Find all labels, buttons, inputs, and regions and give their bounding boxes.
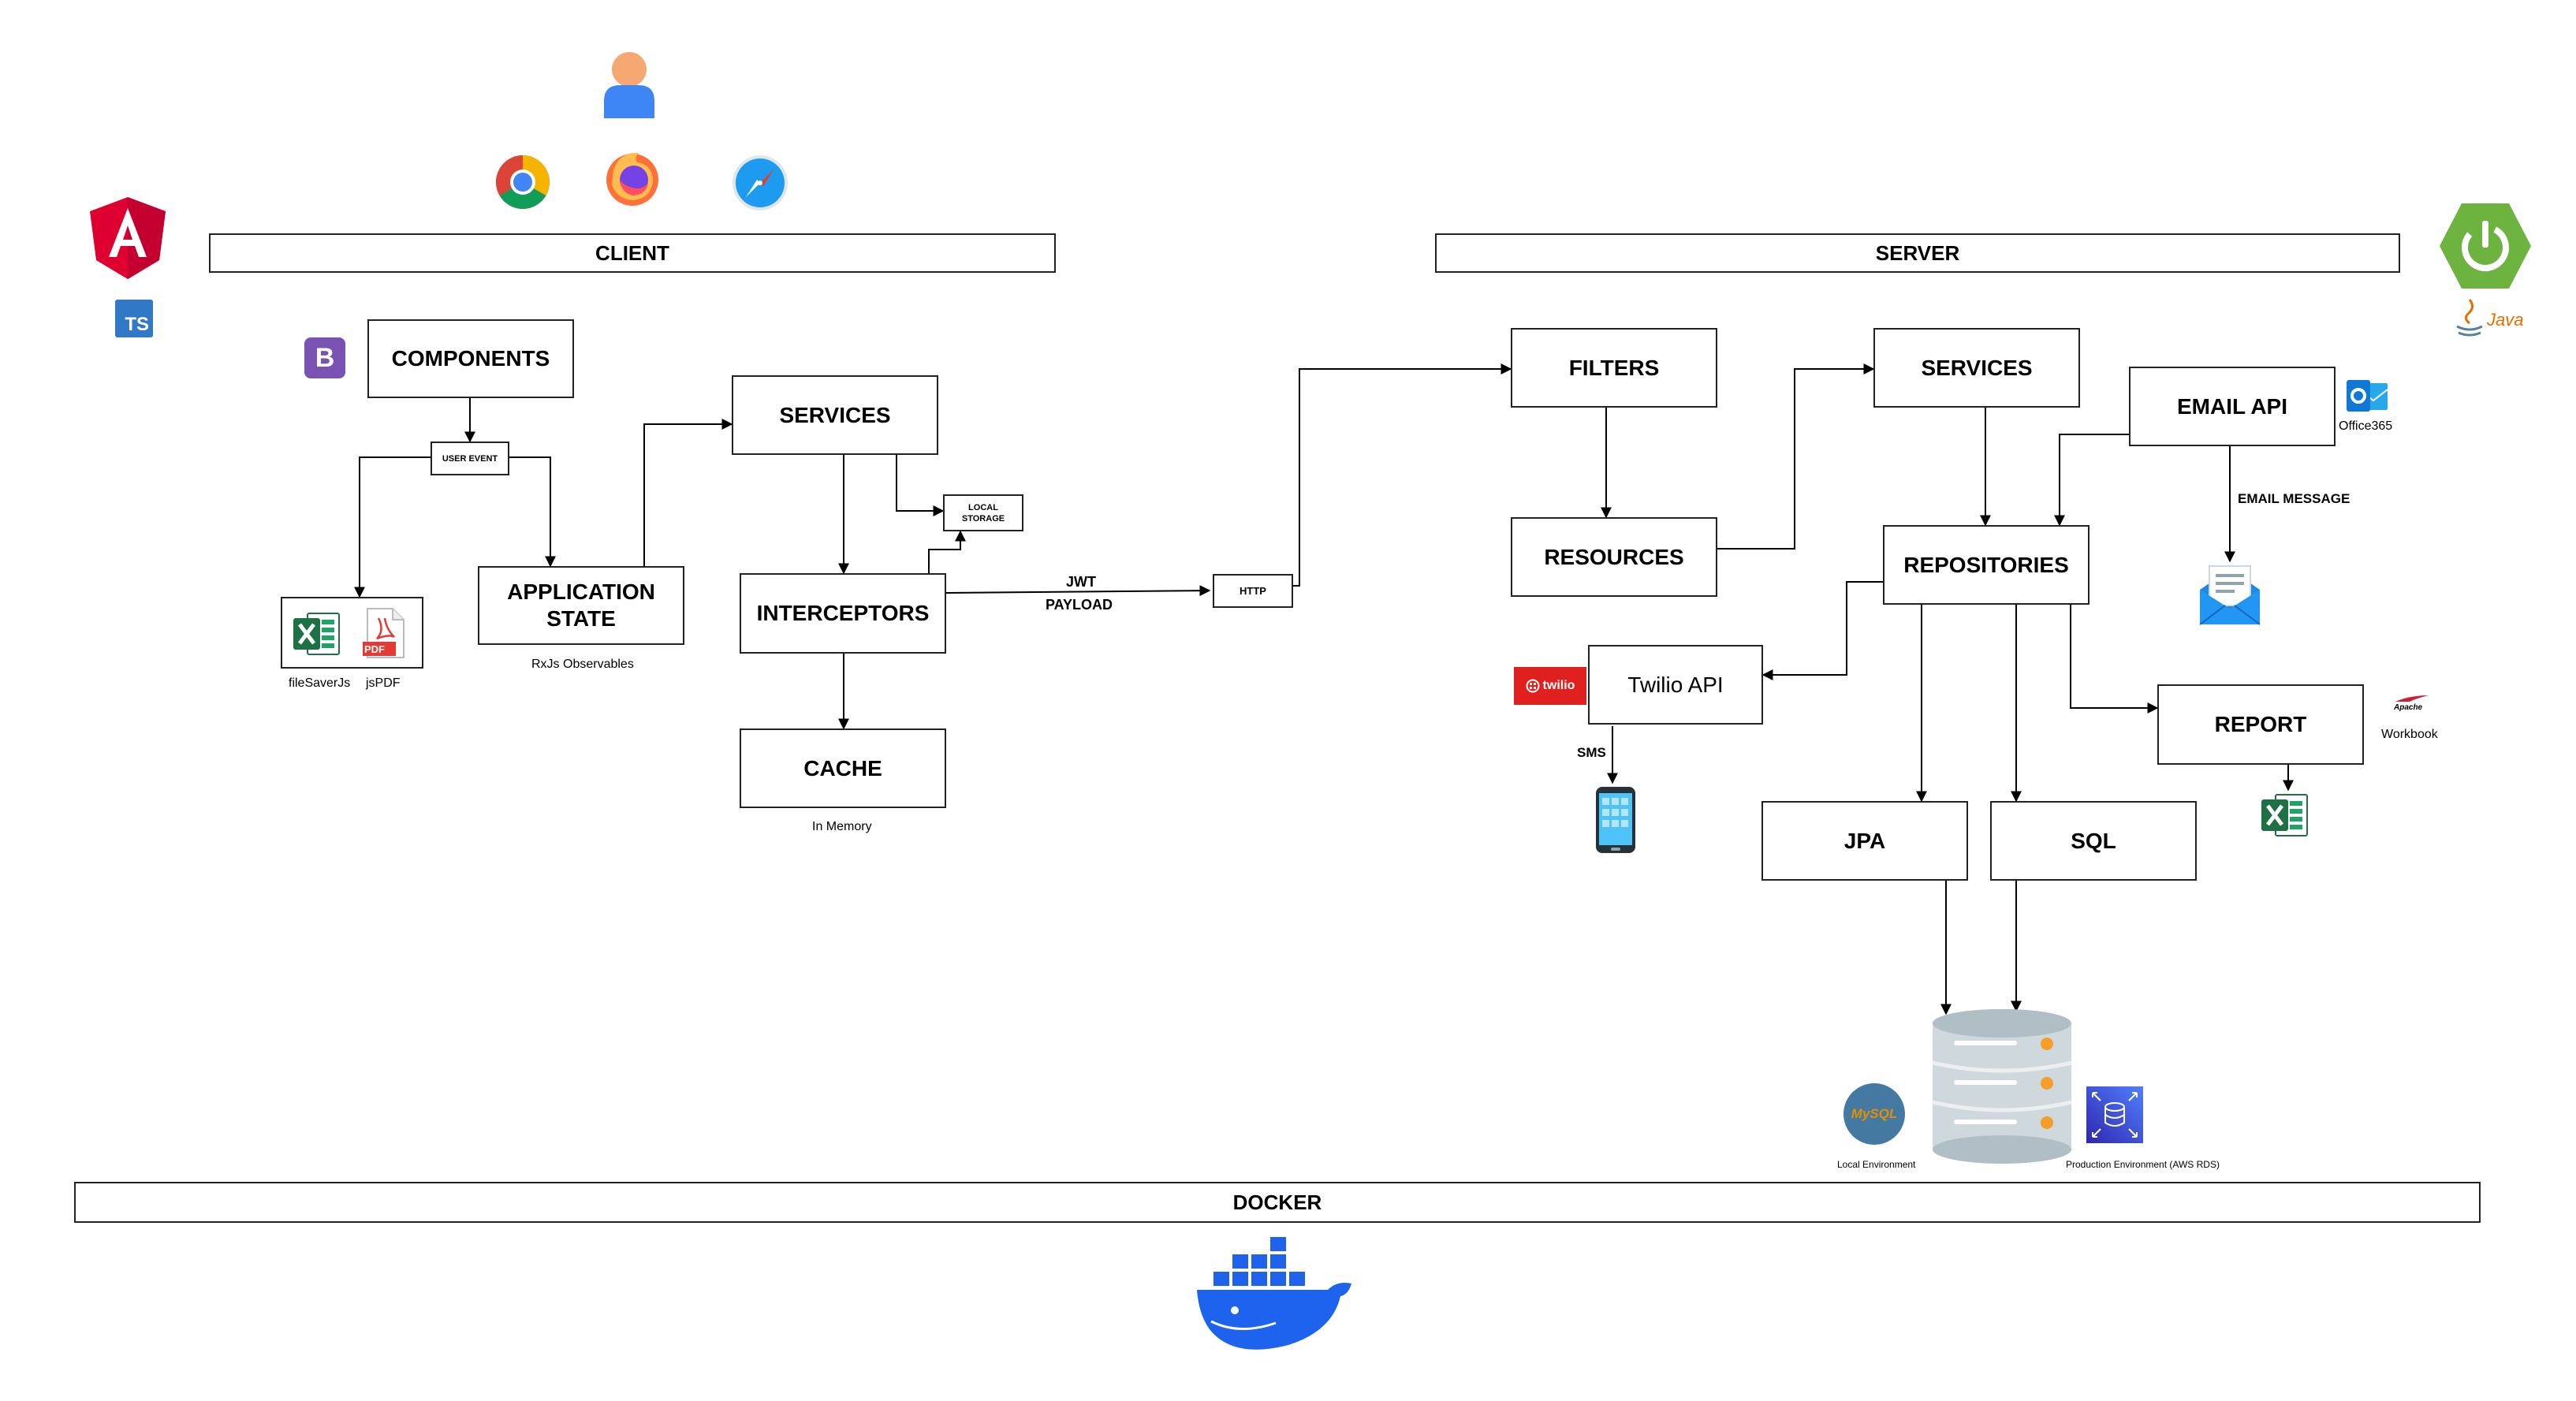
spring-boot-icon	[2440, 203, 2531, 289]
jspdf-caption: jsPDF	[366, 676, 401, 690]
phone-icon	[1596, 787, 1635, 853]
http-box: HTTP	[1213, 574, 1293, 608]
local-storage-box: LOCAL STORAGE	[943, 494, 1023, 531]
excel-icon	[293, 613, 340, 655]
twilio-icon: twilio	[1514, 667, 1586, 705]
prod-env-caption: Production Environment (AWS RDS)	[2066, 1159, 2220, 1170]
edge-services-localstorage	[896, 455, 945, 516]
twilio-mark-icon	[1526, 679, 1540, 693]
pdf-logo-text: PDF	[364, 643, 385, 655]
office365-caption: Office365	[2339, 419, 2393, 433]
services-server-box: SERVICES	[1873, 328, 2080, 408]
resources-box: RESOURCES	[1511, 517, 1717, 597]
email-message-label: EMAIL MESSAGE	[2238, 491, 2350, 506]
outlook-icon	[2347, 380, 2388, 412]
ts-logo-text: TS	[125, 314, 149, 335]
services-client-box: SERVICES	[732, 375, 938, 455]
report-box: REPORT	[2157, 684, 2364, 765]
edge-userevent-appstate	[509, 456, 556, 568]
java-logo-text: Java	[2487, 310, 2524, 330]
java-icon	[2456, 299, 2483, 337]
typescript-icon: TS	[115, 300, 153, 337]
repositories-box: REPOSITORIES	[1883, 525, 2090, 605]
email-api-box: EMAIL API	[2129, 367, 2336, 446]
bootstrap-logo-text: B	[315, 342, 335, 373]
email-icon	[2199, 565, 2261, 625]
edge-resources-services	[1717, 363, 1875, 550]
server-band: SERVER	[1435, 233, 2400, 273]
cache-caption: In Memory	[812, 820, 872, 833]
components-box: COMPONENTS	[367, 319, 574, 398]
aws-rds-icon	[2086, 1086, 2143, 1143]
twilio-logo-text: twilio	[1542, 679, 1575, 692]
docker-band: DOCKER	[74, 1182, 2481, 1223]
edge-repositories-report	[2070, 605, 2159, 714]
bootstrap-icon: B	[304, 337, 345, 378]
chrome-icon	[496, 155, 550, 209]
database-icon	[1932, 1009, 2072, 1164]
cache-box: CACHE	[740, 728, 946, 808]
edge-userevent-export	[354, 456, 431, 598]
filesaver-caption: fileSaverJs	[289, 676, 351, 690]
jwt-label: JWT	[1066, 574, 1096, 590]
docker-icon	[1197, 1236, 1351, 1350]
mysql-logo-text: MySQL	[1851, 1106, 1898, 1121]
filters-box: FILTERS	[1511, 328, 1717, 408]
angular-icon	[90, 197, 166, 279]
payload-label: PAYLOAD	[1046, 597, 1113, 613]
firefox-icon	[606, 152, 658, 206]
client-band: CLIENT	[209, 233, 1056, 273]
edge-interceptors-localstorage	[928, 530, 966, 573]
local-env-caption: Local Environment	[1837, 1159, 1916, 1170]
jpa-box: JPA	[1761, 801, 1968, 881]
edge-emailapi-repositories	[2054, 434, 2129, 527]
edge-repositories-twilio	[1761, 581, 1883, 680]
user-icon	[604, 52, 654, 118]
sms-label: SMS	[1577, 745, 1606, 760]
twilio-api-box: Twilio API	[1588, 645, 1763, 725]
edge-http-filters	[1293, 363, 1512, 587]
safari-icon	[733, 155, 788, 211]
apache-icon	[2395, 695, 2429, 702]
edge-interceptors-http	[945, 585, 1211, 597]
apache-caption: Apache	[2394, 703, 2423, 712]
user-event-box: USER EVENT	[431, 442, 509, 475]
sql-box: SQL	[1990, 801, 2197, 881]
report-excel-icon	[2261, 794, 2308, 837]
edge-appstate-services	[643, 419, 733, 566]
workbook-caption: Workbook	[2381, 728, 2438, 741]
pdf-icon	[363, 608, 404, 658]
application-state-box: APPLICATION STATE	[478, 566, 684, 645]
rxjs-caption: RxJs Observables	[531, 658, 634, 671]
interceptors-box: INTERCEPTORS	[740, 573, 946, 654]
mysql-icon: MySQL	[1843, 1083, 1905, 1145]
